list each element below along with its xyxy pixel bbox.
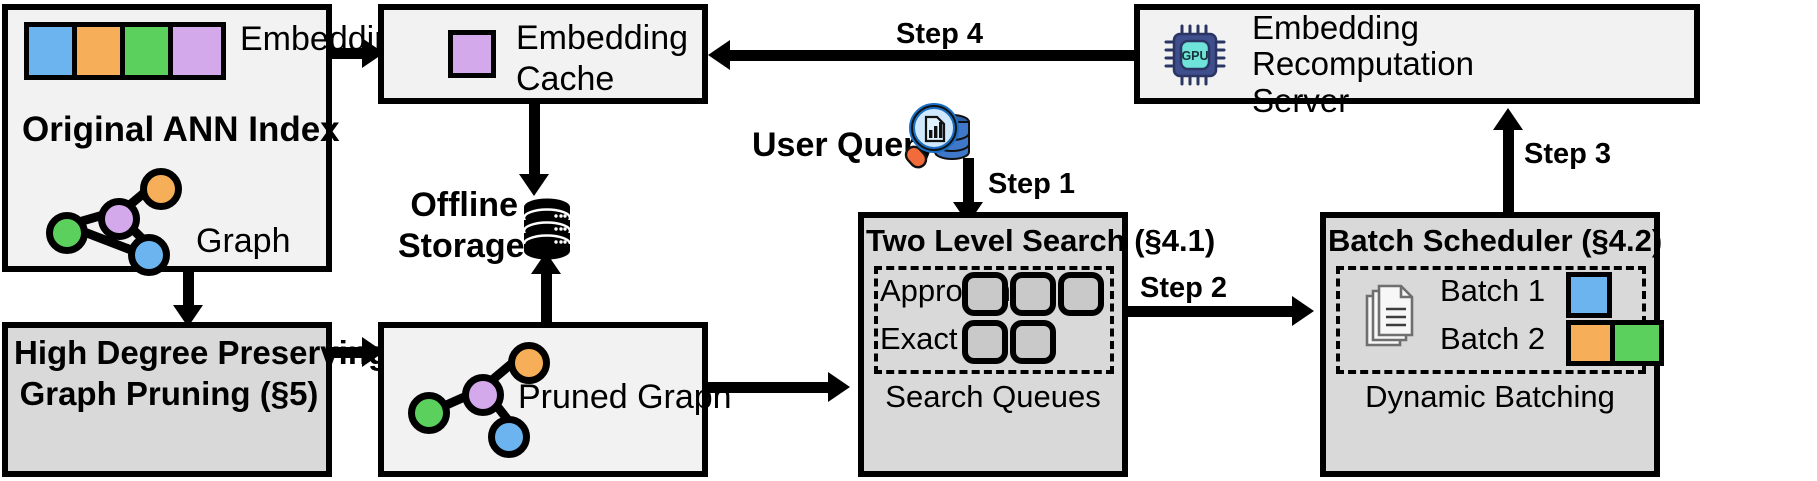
- queue-chip: [962, 320, 1008, 364]
- embedding-cache-line1: Embedding: [516, 19, 689, 57]
- arrow-ann-to-cache-head: [362, 38, 384, 68]
- user-query-label: User Query: [752, 126, 936, 164]
- gpu-chip-icon: GPU: [1164, 24, 1226, 86]
- arrow-step4-shaft: [718, 50, 1136, 61]
- two-level-search-title: Two Level Search (§4.1): [866, 223, 1216, 258]
- graph-pruning-box: [2, 322, 332, 477]
- graph-node-purple: [462, 374, 504, 416]
- batch-1-chip-blue: [1566, 272, 1612, 318]
- step1-label: Step 1: [988, 168, 1076, 200]
- queue-chip: [1010, 272, 1056, 316]
- batch-2-label: Batch 2: [1440, 321, 1546, 356]
- offline-storage-line1: Offline: [410, 186, 518, 224]
- graph-node-orange: [508, 342, 550, 384]
- embedding-cache-chip-purple: [448, 30, 496, 78]
- graph-pruning-line2: Graph Pruning (§5): [19, 375, 319, 413]
- embedding-cell-purple: [173, 27, 221, 75]
- batch-2-chip-orange: [1571, 325, 1615, 361]
- graph-node-green: [46, 212, 88, 254]
- recomputation-server-line1: Embedding: [1252, 9, 1419, 46]
- search-queues-dashed-region: [874, 266, 1114, 374]
- embedding-vector-strip: [24, 22, 226, 80]
- recomputation-server-line2: Recomputation: [1252, 45, 1474, 83]
- batch-scheduler-title: Batch Scheduler (§4.2): [1328, 223, 1663, 258]
- graph-node-blue: [488, 416, 530, 458]
- arrow-prunedgraph-to-search-shaft: [708, 382, 836, 393]
- queue-chip: [1058, 272, 1104, 316]
- ann-graph-glyph: [36, 168, 182, 276]
- arrow-step2-head: [1292, 296, 1314, 326]
- arrow-step4-head: [708, 40, 730, 70]
- batch-1-label: Batch 1: [1440, 273, 1546, 308]
- arrow-step3-shaft: [1503, 122, 1514, 214]
- batch-2-chips: [1566, 320, 1664, 366]
- arrow-cache-to-storage-shaft: [529, 104, 540, 180]
- pruned-graph-glyph: [404, 340, 550, 458]
- documents-stack-icon: [1365, 284, 1414, 347]
- embedding-cell-orange: [77, 27, 125, 75]
- search-queues-footer: Search Queues: [885, 379, 1101, 414]
- graph-node-green: [408, 392, 450, 434]
- arrow-prunedgraph-to-storage-head: [531, 252, 561, 274]
- embedding-cell-green: [125, 27, 173, 75]
- arrow-step2-shaft: [1128, 306, 1300, 317]
- arrow-ann-to-pruning-head: [173, 305, 203, 327]
- step3-label: Step 3: [1524, 138, 1612, 170]
- queue-chip: [962, 272, 1008, 316]
- graph-node-purple: [98, 198, 140, 240]
- offline-storage-line2: Storage: [398, 227, 525, 266]
- pruned-graph-label: Pruned Graph: [518, 378, 732, 416]
- arrow-step3-head: [1493, 108, 1523, 130]
- embedding-cache-line2: Cache: [516, 60, 615, 99]
- graph-pruning-line1: High Degree Preserving: [14, 334, 389, 371]
- arrow-prunedgraph-to-storage-shaft: [541, 268, 552, 326]
- svg-text:GPU: GPU: [1181, 49, 1208, 63]
- original-ann-index-title: Original ANN Index: [22, 110, 340, 149]
- graph-node-blue: [128, 234, 170, 276]
- arrow-step1-shaft: [963, 158, 974, 210]
- recomputation-server-box: [1134, 4, 1700, 104]
- graph-node-orange: [140, 168, 182, 210]
- arrow-pruning-to-prunedgraph-shaft: [332, 347, 370, 358]
- query-search-database-icon: [904, 103, 970, 169]
- embedding-cell-blue: [29, 27, 77, 75]
- exact-row-label: Exact: [880, 321, 958, 356]
- exact-queue-chips: [962, 320, 1056, 364]
- offline-storage-label: Offline Storage: [398, 185, 525, 268]
- queue-chip: [1010, 320, 1056, 364]
- dynamic-batching-footer: Dynamic Batching: [1365, 379, 1615, 414]
- graph-pruning-title: High Degree Preserving Graph Pruning (§5…: [14, 332, 389, 415]
- graph-label: Graph: [196, 222, 291, 260]
- embedding-cache-title: Embedding Cache: [516, 18, 688, 101]
- arrow-prunedgraph-to-search-head: [828, 372, 850, 402]
- embedding-cache-box: [378, 4, 708, 104]
- batch-2-chip-green: [1615, 325, 1659, 361]
- arrow-cache-to-storage-head: [519, 174, 549, 196]
- step4-label: Step 4: [896, 18, 984, 50]
- approximate-queue-chips: [962, 272, 1104, 316]
- recomputation-server-line3: Server: [1252, 81, 1350, 119]
- arrow-ann-to-cache-shaft: [332, 48, 370, 59]
- step2-label: Step 2: [1140, 272, 1228, 304]
- arrow-ann-to-pruning-shaft: [183, 272, 194, 310]
- recomputation-server-title: Embedding Recomputation Server: [1252, 9, 1474, 119]
